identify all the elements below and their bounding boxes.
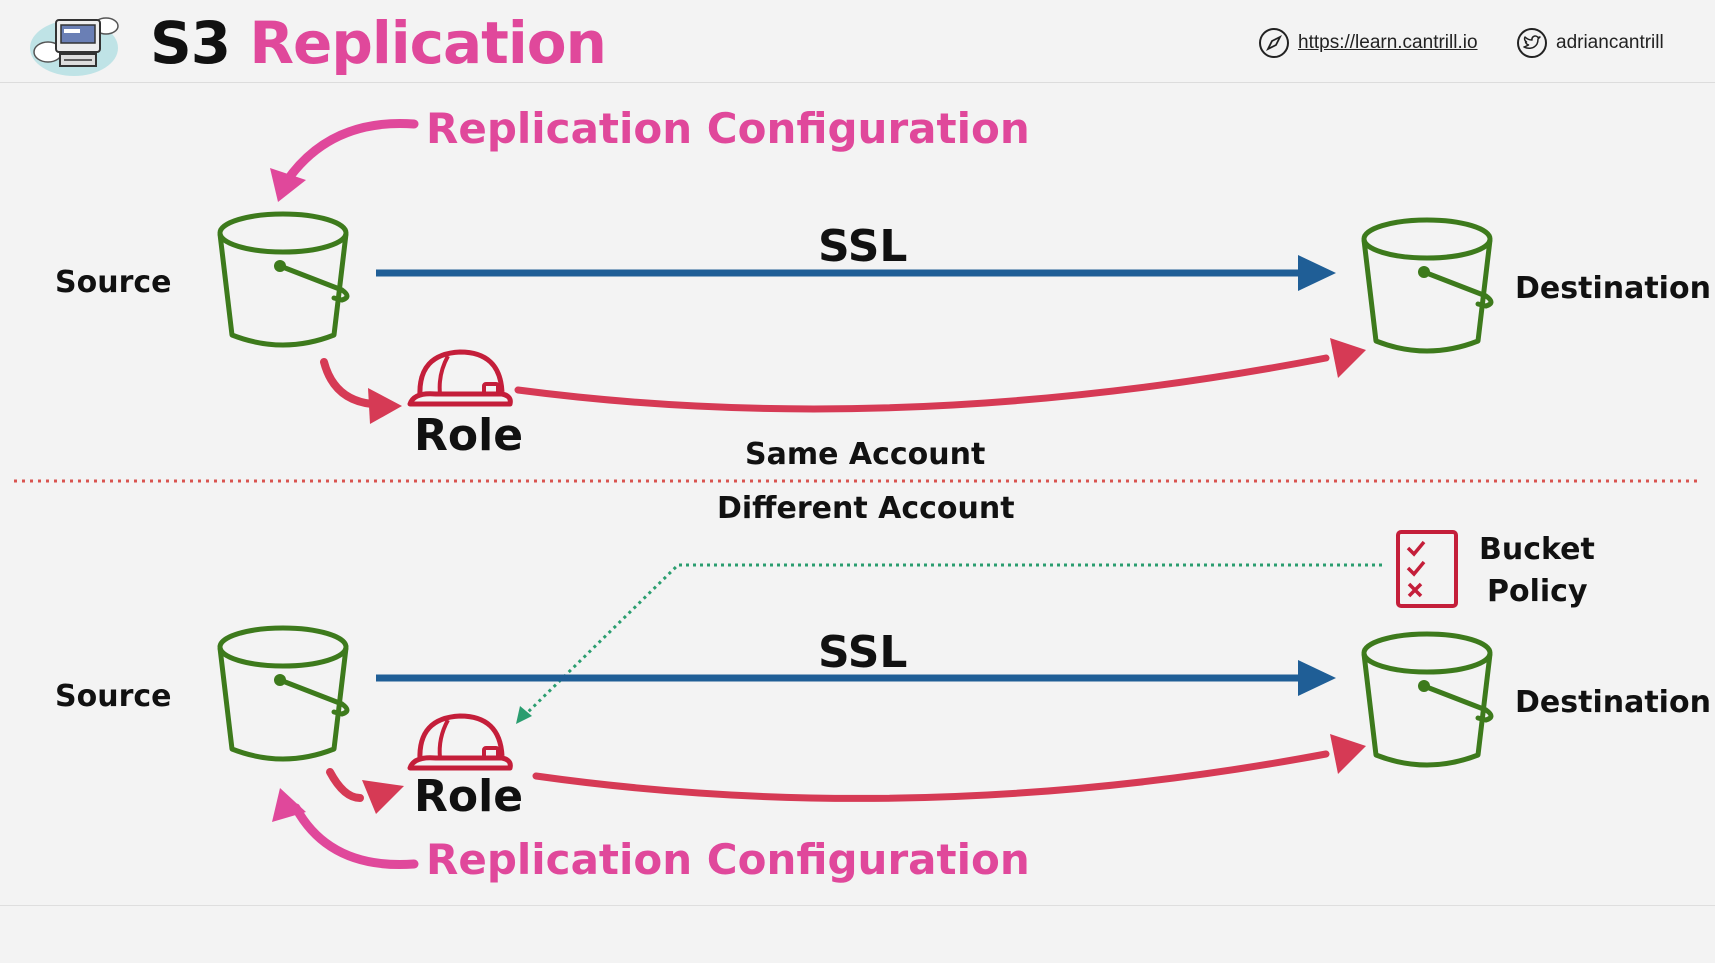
destination-label: Destination: [1515, 685, 1711, 720]
source-label: Source: [55, 679, 172, 714]
destination-label: Destination: [1515, 271, 1711, 306]
page-title: S3 Replication: [150, 6, 607, 80]
role-hardhat-icon: [410, 716, 510, 768]
bucket-policy-label-line1: Bucket: [1479, 532, 1595, 567]
role-label: Role: [414, 771, 523, 822]
cloud-computer-logo-icon: [30, 17, 119, 76]
source-label: Source: [55, 265, 172, 300]
checklist-policy-icon: [1396, 530, 1458, 608]
twitter-bird-icon: [1517, 28, 1547, 58]
bucket-policy-label-line2: Policy: [1487, 574, 1588, 609]
role-hardhat-icon: [410, 352, 510, 404]
source-bucket-icon: [220, 214, 347, 345]
website-url[interactable]: https://learn.cantrill.io: [1298, 32, 1478, 53]
twitter-link[interactable]: adriancantrill: [1516, 26, 1664, 60]
compass-icon: [1259, 28, 1289, 58]
website-link[interactable]: https://learn.cantrill.io: [1258, 26, 1478, 60]
replication-config-label: Replication Configuration: [426, 104, 1030, 153]
source-bucket-icon: [220, 628, 347, 759]
same-account-section: Replication Configuration Source Destina…: [55, 104, 1711, 472]
same-account-label: Same Account: [745, 437, 985, 472]
role-label: Role: [414, 410, 523, 461]
replication-config-label: Replication Configuration: [426, 835, 1030, 884]
destination-bucket-icon: [1364, 634, 1491, 765]
replication-diagram: Replication Configuration Source Destina…: [14, 104, 1711, 884]
different-account-label: Different Account: [717, 491, 1015, 526]
title-replication: Replication: [249, 9, 607, 77]
bottom-strip: [0, 905, 1715, 963]
different-account-section: Different Account Bucket Policy Source D…: [55, 491, 1711, 884]
twitter-handle: adriancantrill: [1556, 32, 1664, 53]
ssl-label: SSL: [818, 627, 907, 678]
destination-bucket-icon: [1364, 220, 1491, 351]
header: S3 Replication https://learn.cantrill.io…: [0, 0, 1715, 83]
ssl-label: SSL: [818, 221, 907, 272]
title-s3: S3: [150, 9, 231, 77]
